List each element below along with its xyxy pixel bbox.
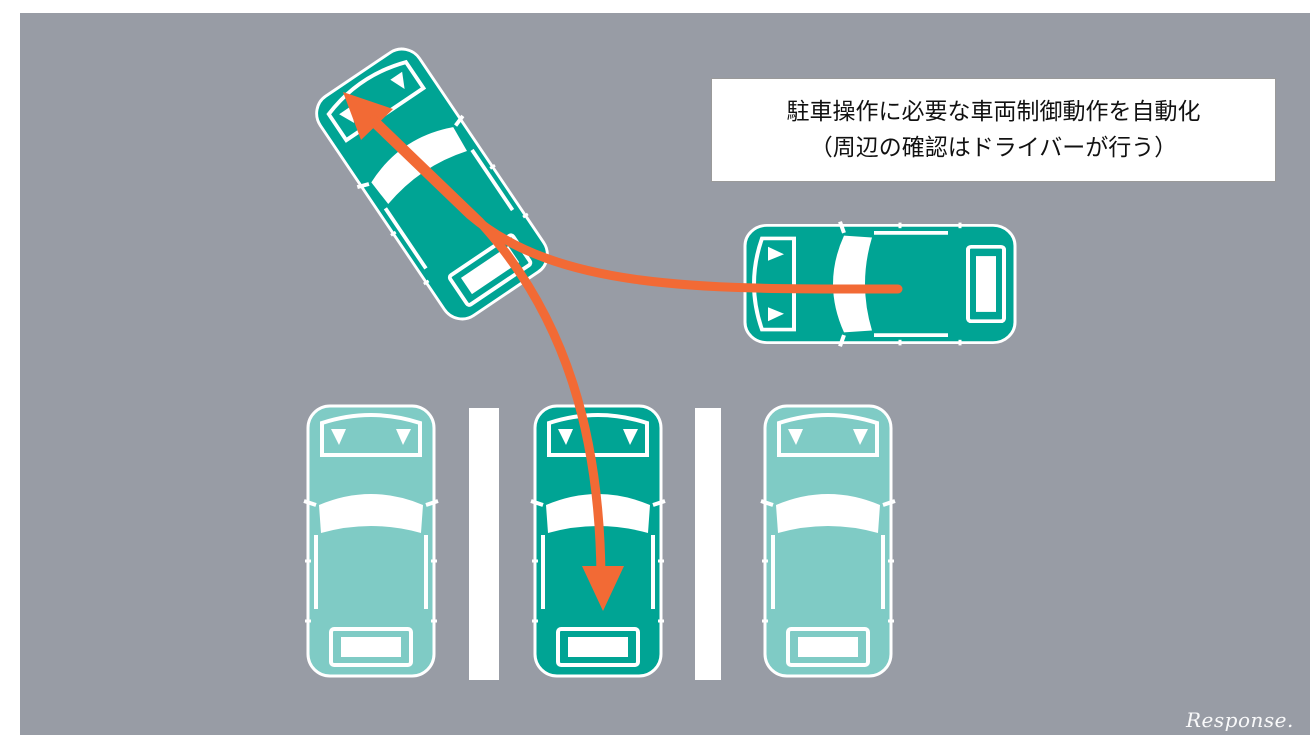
parked-car-right-icon (761, 406, 895, 676)
parking-line-right (695, 408, 721, 680)
caption-box: 駐車操作に必要な車両制御動作を自動化 （周辺の確認はドライバーが行う） (711, 78, 1276, 182)
caption-line-1: 駐車操作に必要な車両制御動作を自動化 (787, 94, 1201, 130)
parked-car-left-icon (304, 406, 438, 676)
response-watermark-logo: Response. (1186, 708, 1294, 732)
caption-line-2: （周辺の確認はドライバーが行う） (810, 130, 1178, 166)
parking-line-left (469, 408, 499, 680)
starting-car-icon (745, 222, 1015, 347)
